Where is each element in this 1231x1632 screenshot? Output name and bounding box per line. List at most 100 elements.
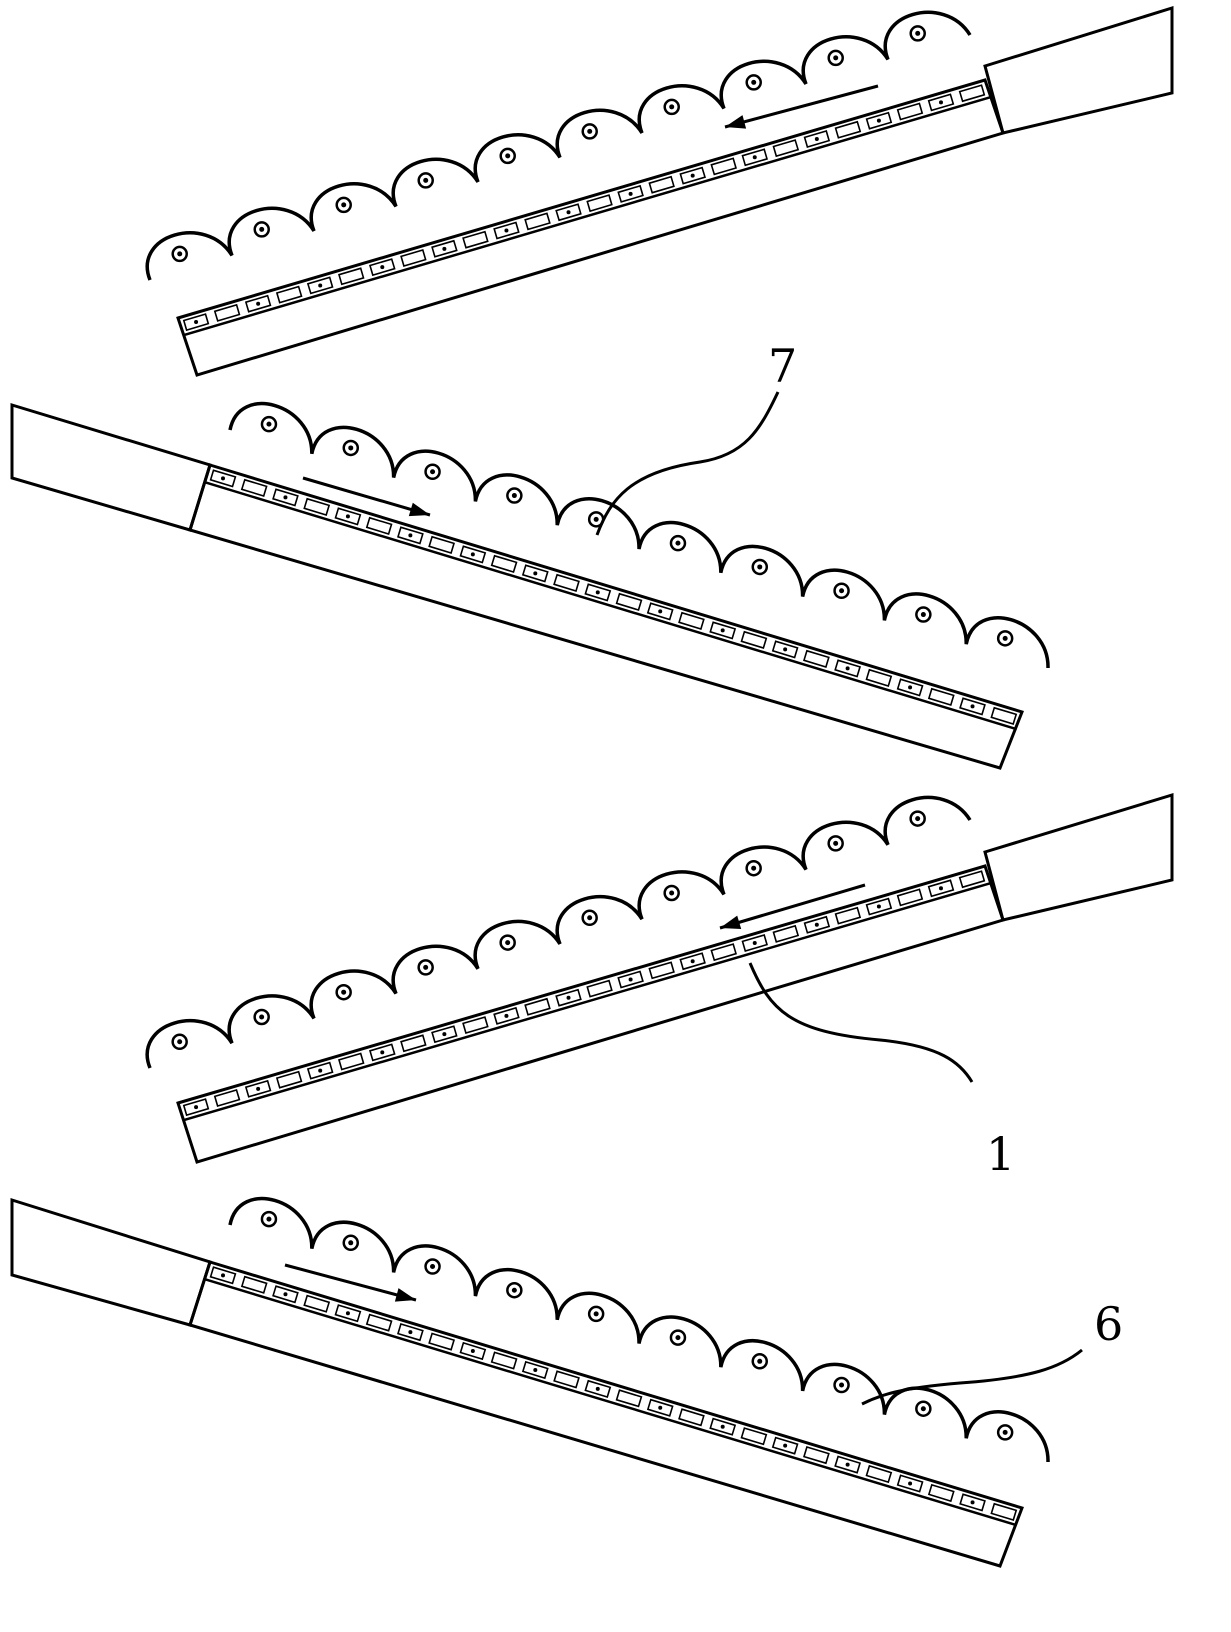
grain-dot xyxy=(752,941,757,946)
roller-ring xyxy=(253,1008,270,1026)
belt-cell xyxy=(865,1464,893,1484)
grain-dot xyxy=(345,1311,350,1316)
grain-dot xyxy=(283,495,288,500)
belt-cell xyxy=(740,1427,768,1446)
belt-cell xyxy=(617,184,644,203)
grain-dot xyxy=(221,1273,226,1278)
belt-cell xyxy=(524,997,551,1016)
roller-ring xyxy=(909,25,926,42)
belt-cell xyxy=(990,1502,1018,1521)
belt-cell xyxy=(334,1304,362,1323)
roller-ring xyxy=(499,934,516,951)
belt-cell xyxy=(834,120,862,139)
grain-dot xyxy=(814,922,819,927)
grain-dot xyxy=(318,283,323,288)
belt-cell xyxy=(244,1079,272,1098)
belt-cell xyxy=(803,649,830,668)
leader-lines xyxy=(595,391,1083,1406)
belt-cell xyxy=(834,906,862,925)
grain-dot xyxy=(970,704,975,709)
roller-hub xyxy=(587,128,593,134)
grain-dot xyxy=(380,265,385,270)
grain-dot xyxy=(752,155,757,160)
grain-dot xyxy=(283,1292,288,1297)
belt-cell xyxy=(927,93,955,112)
flow-arrow-shaft xyxy=(284,1263,417,1302)
grain-dot xyxy=(814,136,819,141)
belt-cell xyxy=(834,1455,861,1474)
grain-dot xyxy=(845,1462,850,1467)
roller-hub xyxy=(920,1406,926,1412)
roller-hub xyxy=(833,55,839,61)
belt-cell xyxy=(646,602,674,621)
grain-dot xyxy=(504,1013,509,1018)
roller-ring xyxy=(335,196,352,214)
belt-cell xyxy=(771,640,799,659)
grain-dot xyxy=(783,647,788,652)
grain-dot xyxy=(845,666,850,671)
roller-ring xyxy=(915,1400,932,1417)
belt-cell xyxy=(646,1398,674,1417)
belt-cell xyxy=(493,1006,520,1025)
belt-cell xyxy=(678,611,705,631)
belt-cell xyxy=(209,469,237,488)
belt-cell xyxy=(896,678,924,697)
grain-dot xyxy=(876,118,881,123)
trough-body xyxy=(188,463,1024,770)
belt-cell xyxy=(710,157,737,176)
roller-ring xyxy=(417,172,434,189)
trough-body xyxy=(176,78,1005,377)
grain-dot xyxy=(658,609,663,614)
roller-ring xyxy=(909,810,926,827)
grain-dot xyxy=(566,995,571,1000)
belt-cell xyxy=(462,230,489,249)
belt-cell xyxy=(553,1370,580,1389)
roller-ring xyxy=(335,983,352,1001)
belt-cell xyxy=(338,267,365,286)
trough-body xyxy=(188,1260,1024,1568)
roller-ring xyxy=(996,630,1014,647)
belt-cell xyxy=(490,554,518,573)
roller-ring xyxy=(833,1376,850,1394)
grain-dot xyxy=(194,1105,199,1110)
grain-dot xyxy=(504,228,509,233)
roller-ring xyxy=(506,1281,523,1299)
belt-cell xyxy=(338,1052,365,1071)
roller-hub xyxy=(593,1311,599,1317)
roller-ring xyxy=(342,1234,359,1252)
belt-cell xyxy=(586,194,613,213)
roller-hub xyxy=(915,30,921,36)
roller-hub xyxy=(751,79,757,85)
belt-lower-edge xyxy=(182,96,991,337)
roller-hub xyxy=(430,469,436,475)
belt-cell xyxy=(521,564,549,583)
grain-dot xyxy=(470,1349,475,1354)
grain-dot xyxy=(194,320,199,325)
roller-ring xyxy=(424,1258,441,1275)
belt-cell xyxy=(213,303,241,322)
roller-hub xyxy=(839,588,845,594)
belt-cell xyxy=(334,507,362,526)
reference-label-7: 7 xyxy=(768,339,797,393)
scalloped-cover xyxy=(145,795,972,1069)
belt-cell xyxy=(306,276,334,295)
belt-cell xyxy=(927,1483,955,1503)
conveyor-tiers xyxy=(10,5,1174,1568)
belt-cell xyxy=(648,961,675,980)
belt-cell xyxy=(586,979,613,998)
roller-hub xyxy=(266,421,272,427)
roller-hub xyxy=(669,104,675,110)
grain-dot xyxy=(470,552,475,557)
belt-cell xyxy=(397,1323,424,1342)
belt-cell xyxy=(865,897,893,916)
grain-dot xyxy=(783,1443,788,1448)
feeder-chute xyxy=(10,1197,212,1327)
roller-ring xyxy=(915,606,932,623)
belt-cell xyxy=(431,1025,458,1044)
belt-cell xyxy=(428,535,455,554)
roller-hub xyxy=(430,1264,436,1270)
belt-cell xyxy=(958,870,986,889)
roller-ring xyxy=(669,534,687,552)
belt-cell xyxy=(365,1313,393,1332)
belt-cell xyxy=(521,1360,549,1380)
